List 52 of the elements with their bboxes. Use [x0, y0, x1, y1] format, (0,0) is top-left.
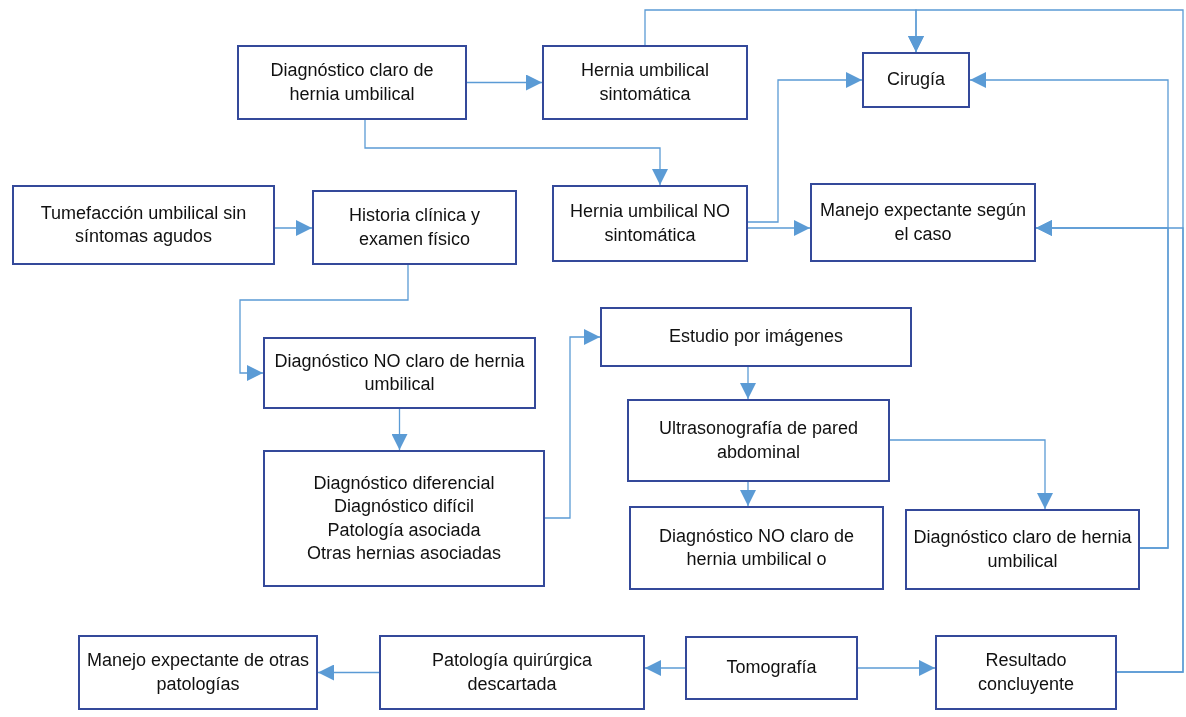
box-label: Diagnóstico claro de hernia umbilical	[269, 59, 435, 106]
box-label: Diagnóstico NO claro de hernia umbilical	[273, 349, 526, 396]
box-label: Manejo expectante según el caso	[818, 199, 1028, 246]
box-label: Hernia umbilical sintomática	[579, 59, 711, 106]
process-box	[627, 399, 890, 482]
box-label: Diagnóstico difícil	[333, 495, 475, 519]
box-label: Manejo expectante de otras patologías	[86, 649, 310, 696]
arrow	[274, 220, 313, 236]
arrow	[544, 329, 601, 519]
process-box	[862, 52, 970, 108]
box-label: Diagnóstico NO claro de hernia umbilical o	[657, 524, 856, 571]
box-label: Historia clínica y examen físico	[347, 204, 481, 251]
process-box	[78, 635, 318, 710]
box-label: Diagnóstico diferencial	[313, 471, 495, 495]
process-box	[935, 635, 1117, 710]
process-box	[600, 307, 912, 367]
arrow	[364, 119, 668, 186]
process-box	[905, 509, 1140, 590]
box-label: Resultado concluyente	[976, 649, 1076, 696]
process-box	[552, 185, 748, 262]
box-label: Cirugía	[887, 68, 945, 92]
box-label: Hernia umbilical NO sintomática	[568, 200, 732, 247]
arrow	[857, 660, 936, 676]
box-label: Diagnóstico claro de hernia umbilical	[913, 526, 1132, 573]
process-box	[263, 450, 545, 587]
arrow	[740, 481, 756, 507]
process-box	[629, 506, 884, 590]
box-label: Tomografía	[726, 656, 817, 680]
arrow	[747, 72, 863, 223]
arrow	[644, 660, 686, 676]
box-label: Tumefacción umbilical sin síntomas agudos	[39, 201, 248, 248]
arrow	[466, 74, 543, 91]
arrow	[317, 664, 380, 681]
arrow	[889, 439, 1053, 510]
arrow	[1035, 220, 1184, 673]
arrow	[391, 408, 408, 451]
arrow	[239, 264, 409, 381]
process-box	[810, 183, 1036, 262]
process-box	[263, 337, 536, 409]
process-box	[685, 636, 858, 700]
process-box	[12, 185, 275, 265]
process-box	[237, 45, 467, 120]
box-label: Otras hernias asociadas	[306, 541, 502, 565]
process-box	[379, 635, 645, 710]
arrow	[747, 220, 811, 236]
process-box	[312, 190, 517, 265]
process-box	[542, 45, 748, 120]
box-label: Patología quirúrgica descartada	[430, 649, 594, 696]
box-label: Ultrasonografía de pared abdominal	[657, 417, 860, 464]
box-label: Patología asociada	[327, 518, 481, 542]
arrow	[740, 366, 756, 400]
box-label: Estudio por imágenes	[668, 325, 844, 349]
